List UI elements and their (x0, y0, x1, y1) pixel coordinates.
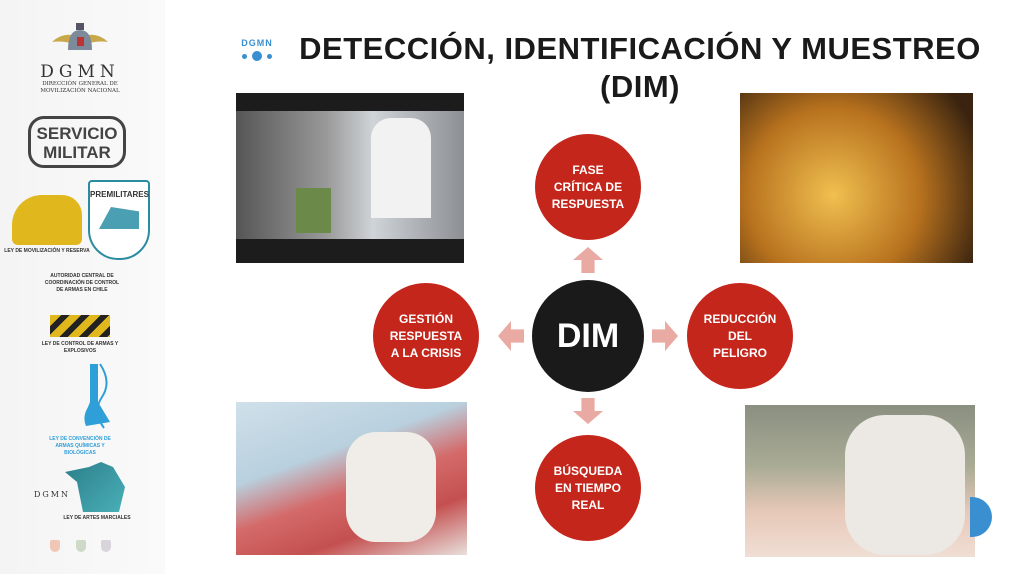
node-left-label: GESTIÓN RESPUESTA A LA CRISIS (389, 311, 463, 360)
control-armas-icon (50, 315, 110, 337)
dgmn-subtitle: DIRECCIÓN GENERAL DE MOVILIZACIÓN NACION… (40, 81, 120, 94)
servicio-label: SERVICIO (36, 124, 118, 143)
diagram-node-top: FASE CRÍTICA DE RESPUESTA (535, 134, 641, 240)
arrow-left-icon (498, 321, 524, 351)
brand-label: DGMN (241, 38, 273, 48)
militar-label: MILITAR (43, 143, 111, 162)
autoridad-label: AUTORIDAD CENTRAL DE COORDINACIÓN DE CON… (44, 273, 120, 293)
shield-icon-1 (50, 540, 60, 552)
shield-icon-2 (76, 540, 86, 552)
premilitares-badge: PREMILITARES (88, 180, 150, 260)
quimicas-flask-icon (82, 362, 112, 432)
hand-swab-photo (745, 405, 975, 557)
artes-marciales-icon (65, 462, 125, 512)
next-slide-button[interactable] (970, 497, 992, 537)
arrow-up-icon (573, 247, 603, 273)
servicio-militar-logo: SERVICIO MILITAR (28, 116, 126, 168)
diagram-center-node: DIM (532, 280, 644, 392)
center-label: DIM (556, 316, 620, 355)
header-brand: DGMN (236, 38, 278, 61)
movilizacion-icon (12, 195, 82, 245)
tent-icon (99, 207, 139, 229)
page-title-line1: DETECCIÓN, IDENTIFICACIÓN Y MUESTREO (299, 31, 981, 66)
brand-dots-icon (236, 51, 278, 61)
dgmn-emblem-icon (50, 20, 110, 62)
ley-movilizacion-label: LEY DE MOVILIZACIÓN Y RESERVA (4, 248, 90, 254)
arrow-right-icon (652, 321, 678, 351)
arrow-down-icon (573, 398, 603, 424)
dgmn-acronym: DGMN (40, 62, 120, 82)
meat-sample-photo (236, 402, 467, 555)
node-top-label: FASE CRÍTICA DE RESPUESTA (551, 162, 625, 211)
lab-worker-photo (236, 93, 464, 263)
ley-quimicas-label: LEY DE CONVENCIÓN DE ARMAS QUÍMICAS Y BI… (49, 436, 111, 456)
diagram-node-bottom: BÚSQUEDA EN TIEMPO REAL (535, 435, 641, 541)
diagram-node-right: REDUCCIÓN DEL PELIGRO (687, 283, 793, 389)
page-title-line2: (DIM) (600, 69, 680, 104)
shield-icon-3 (101, 540, 111, 552)
diagram-node-left: GESTIÓN RESPUESTA A LA CRISIS (373, 283, 479, 389)
node-right-label: REDUCCIÓN DEL PELIGRO (703, 311, 777, 360)
premilitares-label: PREMILITARES (90, 190, 149, 199)
food-buffet-photo (740, 93, 973, 263)
ley-artes-label: LEY DE ARTES MARCIALES (63, 515, 131, 521)
dgmn-small-logo: DGMN (34, 490, 70, 499)
node-bottom-label: BÚSQUEDA EN TIEMPO REAL (553, 463, 623, 512)
sidebar: DGMN DIRECCIÓN GENERAL DE MOVILIZACIÓN N… (0, 0, 165, 574)
ley-armas-label: LEY DE CONTROL DE ARMAS Y EXPLOSIVOS (41, 341, 119, 354)
